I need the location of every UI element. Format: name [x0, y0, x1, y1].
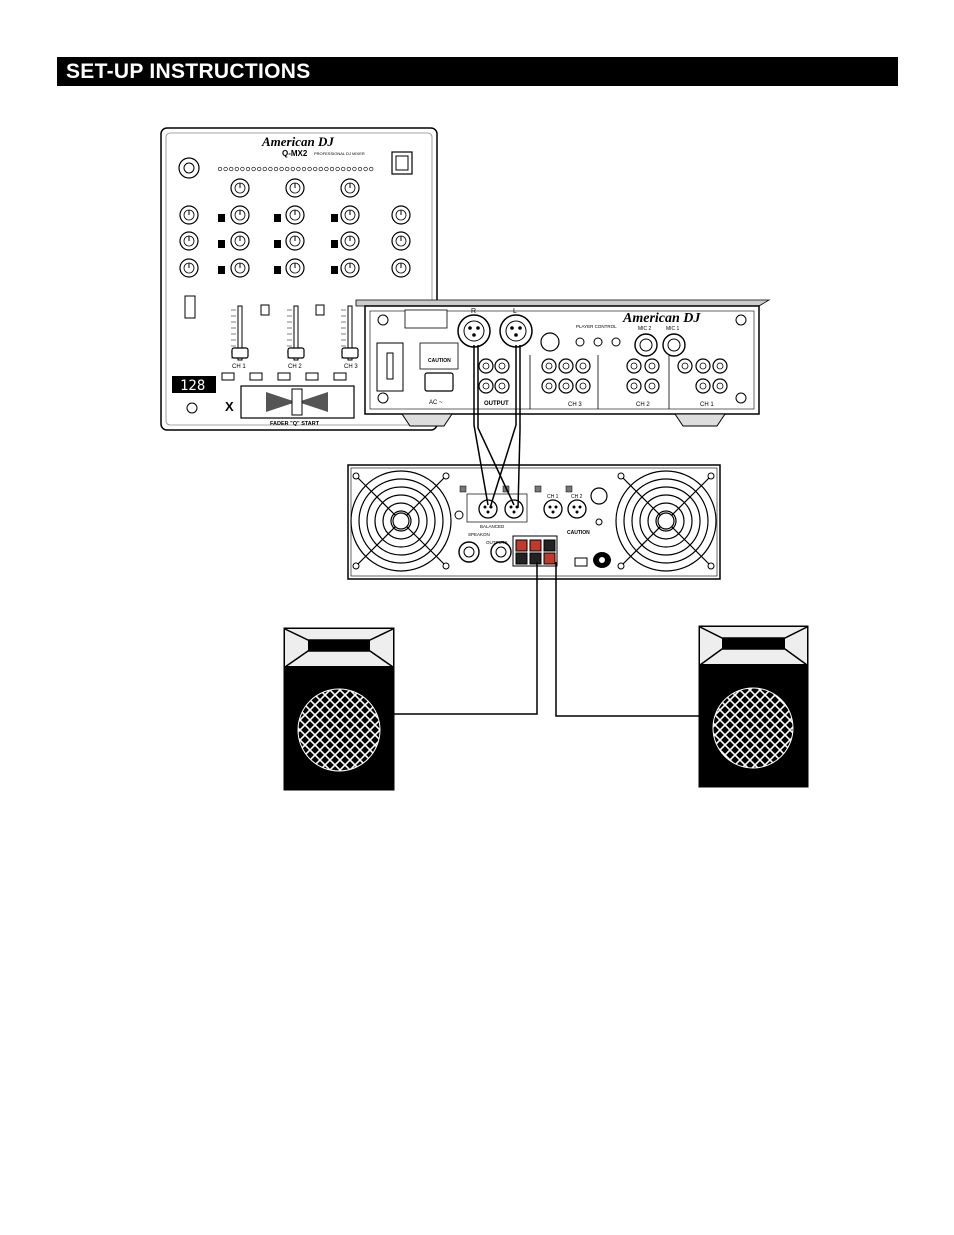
amp-caution-label: CAUTION — [567, 530, 590, 536]
amp-outputs-label: OUTPUTS — [486, 540, 508, 545]
rear-channel-3: CH 3 — [568, 402, 582, 408]
rca-jacks — [478, 358, 728, 394]
amp-speakon-label: SPEAKON — [468, 532, 490, 537]
section-title: SET-UP INSTRUCTIONS — [66, 60, 311, 83]
bpm-display — [172, 376, 216, 393]
output-label: OUTPUT — [484, 401, 509, 407]
xlr-output-left-icon — [499, 314, 533, 348]
mixer-top-channel-2: CH 2 — [288, 364, 302, 370]
bpm-display-value: 128 — [180, 378, 205, 394]
xlr-output-right-icon — [457, 314, 491, 348]
ac-label: AC ~ — [429, 400, 443, 406]
power-switch-icon — [391, 151, 413, 175]
mic2-label: MIC 2 — [638, 326, 652, 332]
amp-ch2-label: CH 2 — [571, 494, 583, 500]
speakon-output-1-icon — [458, 541, 480, 563]
mic1-label: MIC 1 — [666, 326, 680, 332]
xlr-left-label: L — [513, 308, 517, 315]
section-header-bar: SET-UP INSTRUCTIONS — [57, 57, 898, 86]
mixer-faders — [184, 295, 359, 361]
amp-ch1-label: CH 1 — [547, 494, 559, 500]
mixer-rear-caution: CAUTION — [428, 358, 451, 364]
amp-xlr-ch2-icon — [567, 499, 587, 519]
fader-start-label: FADER "Q" START — [270, 421, 320, 427]
xlr-right-label: R — [471, 308, 476, 315]
mixer-rear-brand: American DJ — [622, 311, 701, 326]
mixer-top-brand: American DJ — [261, 134, 334, 149]
binding-posts — [512, 535, 558, 567]
rear-channel-1: CH 1 — [700, 402, 714, 408]
mixer-top-channel-1: CH 1 — [232, 364, 246, 370]
crossfader-mark: X — [225, 399, 234, 414]
headphone-jack-icon — [178, 157, 200, 179]
amp-xlr-ch1-icon — [543, 499, 563, 519]
speakon-output-2-icon — [490, 541, 512, 563]
amp-balanced-label: BALANCED — [480, 524, 505, 529]
speaker-left — [283, 627, 395, 791]
mic1-jack-icon — [662, 333, 686, 357]
cooling-fans — [350, 470, 717, 572]
cue-buttons — [221, 372, 347, 381]
mixer-top-tagline: PROFESSIONAL DJ MIXER — [314, 151, 365, 156]
rear-channel-2: CH 2 — [636, 402, 650, 408]
level-meter-leds — [217, 166, 374, 172]
mic2-jack-icon — [634, 333, 658, 357]
mixer-knobs — [179, 178, 411, 278]
amplifier-rear-panel: BALANCED CH 1 CH 2 SPEAKON OUTPUTS — [347, 464, 721, 580]
player-control-label: PLAYER CONTROL — [576, 324, 617, 329]
amp-gain-knob-icon — [590, 487, 608, 505]
speaker-right — [698, 625, 809, 788]
mixer-top-channel-3: CH 3 — [344, 364, 358, 370]
connection-cables — [394, 345, 699, 717]
mixer-top-model: Q-MX2 — [282, 149, 308, 158]
amp-xlr-input-right-icon — [504, 499, 524, 519]
tap-button-icon — [186, 402, 198, 414]
ac-input-icon — [424, 372, 454, 392]
mixer-rear-panel: American DJ CAUTION AC ~ R L — [355, 299, 771, 427]
